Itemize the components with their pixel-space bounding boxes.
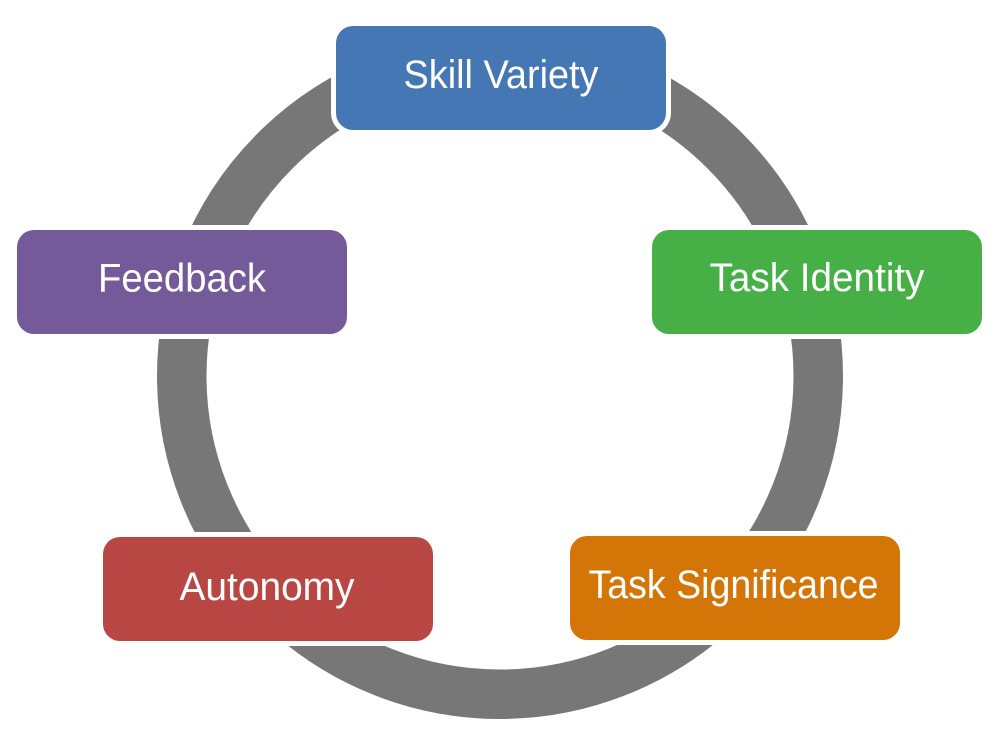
svg-text:Task Identity: Task Identity — [710, 256, 925, 300]
svg-text:Skill Variety: Skill Variety — [404, 53, 599, 97]
svg-text:Feedback: Feedback — [98, 257, 267, 301]
svg-text:Autonomy: Autonomy — [180, 565, 355, 609]
svg-text:Task Significance: Task Significance — [589, 563, 879, 607]
